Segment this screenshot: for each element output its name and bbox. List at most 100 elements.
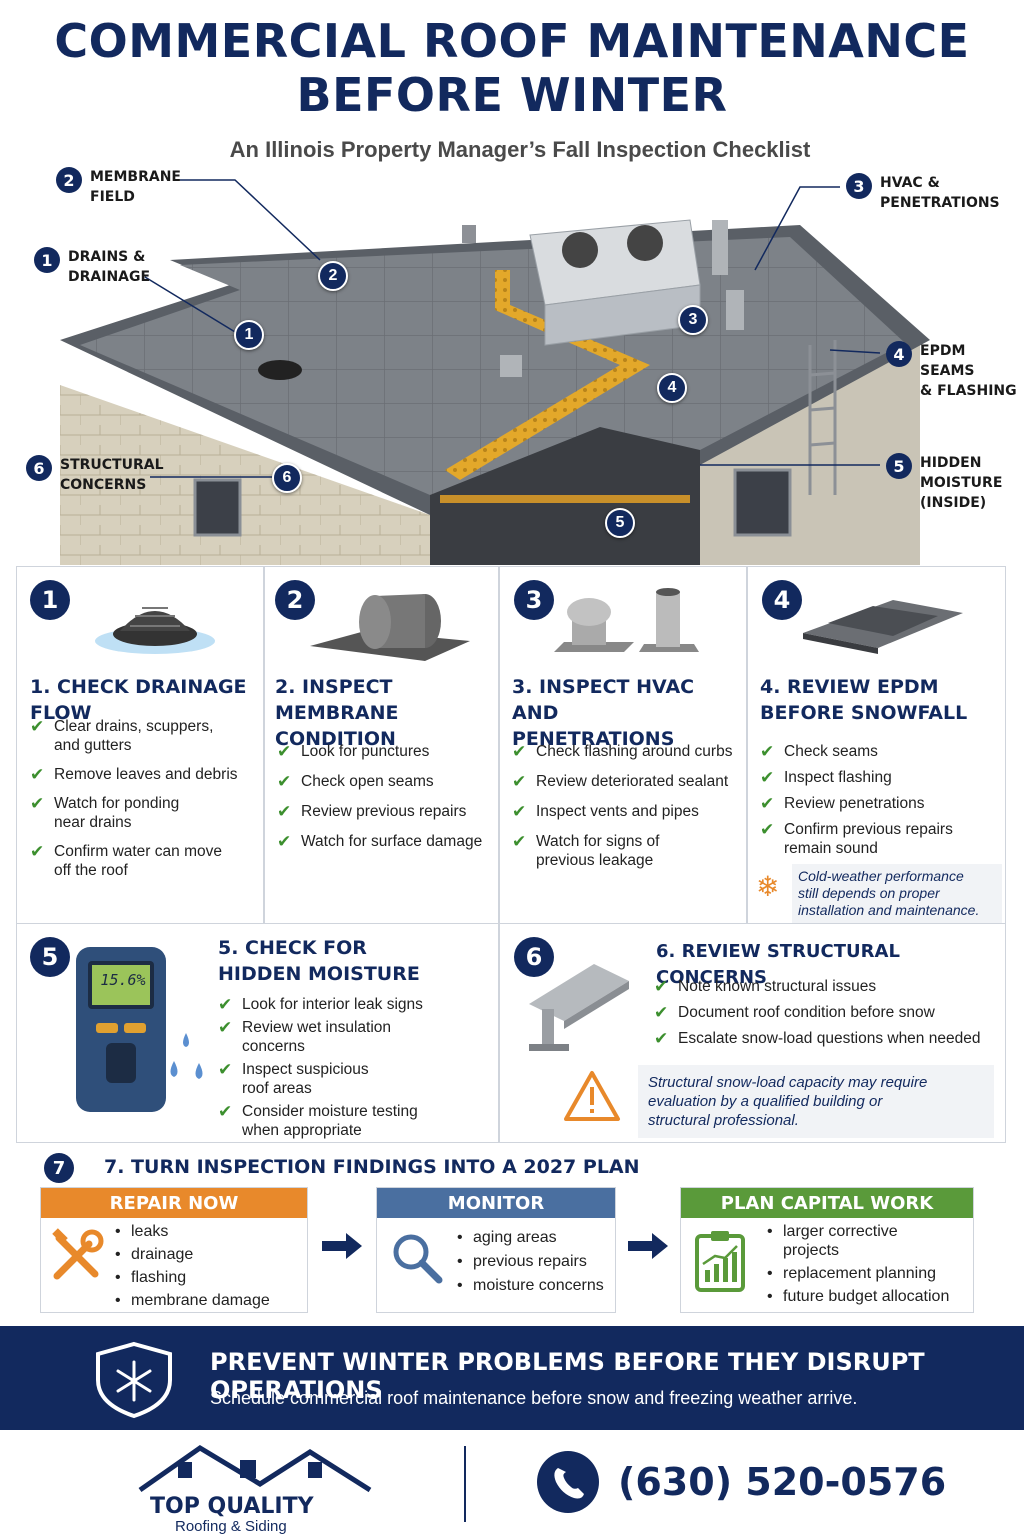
magnifier-icon xyxy=(393,1234,443,1284)
check-icon: ✔ xyxy=(654,1003,669,1022)
checklist-item: ✔Look for interior leak signs xyxy=(218,995,423,1014)
divider xyxy=(498,923,500,1143)
checklist: ✔Check seams ✔Inspect flashing ✔Review p… xyxy=(758,742,998,865)
section-number: 6 xyxy=(514,937,554,977)
checklist-item: ✔Inspect flashing xyxy=(760,768,892,787)
brand-name: TOP QUALITY xyxy=(150,1494,314,1519)
roof-pin-4: 4 xyxy=(657,373,687,403)
vent-cap xyxy=(726,290,744,330)
phone-number[interactable]: (630) 520-0576 xyxy=(618,1460,947,1504)
drain-icon xyxy=(95,607,215,654)
callout-label: STRUCTURAL CONCERNS xyxy=(60,457,164,493)
epdm-seam-icon xyxy=(803,600,963,654)
plan-item: larger corrective projects xyxy=(763,1222,973,1260)
vent-pipes-icon xyxy=(554,588,699,652)
page-title: COMMERCIAL ROOF MAINTENANCE BEFORE WINTE… xyxy=(0,14,1024,122)
check-icon: ✔ xyxy=(30,717,45,736)
section-title: 4. REVIEW EPDM BEFORE SNOWFALL xyxy=(760,676,968,724)
checklist-item: ✔Watch for surface damage xyxy=(277,832,483,851)
check-icon: ✔ xyxy=(218,1060,233,1079)
roof-illustration: 1 DRAINS & DRAINAGE 2 MEMBRANE FIELD 3 H… xyxy=(0,165,1024,565)
callout-num: 6 xyxy=(26,455,52,481)
check-icon: ✔ xyxy=(277,742,292,761)
checklist: ✔Look for interior leak signs ✔Review we… xyxy=(216,995,496,1144)
section-title: 3. INSPECT HVAC AND PENETRATIONS xyxy=(512,676,695,750)
section-epdm: 4 4. REVIEW EPDM BEFORE SNOWFALL ✔Check … xyxy=(746,566,1006,924)
capital-list: larger corrective projects replacement p… xyxy=(763,1222,973,1310)
company-logo-icon xyxy=(138,1445,372,1493)
check-icon: ✔ xyxy=(512,802,527,821)
membrane-roll-icon xyxy=(310,594,470,661)
callout-label: EPDM SEAMS & FLASHING xyxy=(920,343,1017,399)
title-line-1: COMMERCIAL ROOF MAINTENANCE xyxy=(54,14,970,68)
section-membrane: 2 2. INSPECT MEMBRANE CONDITION ✔Look fo… xyxy=(263,566,498,924)
moisture-meter-icon xyxy=(76,947,203,1112)
check-icon: ✔ xyxy=(218,1102,233,1121)
exhaust-vent xyxy=(500,355,522,377)
arrow-right-icon xyxy=(628,1233,668,1259)
footer: TOP QUALITY Roofing & Siding (630) 520-0… xyxy=(0,1430,1024,1536)
section-moisture: 5 15.6% 5. CHECK FOR HIDDEN MOISTURE ✔Lo… xyxy=(16,923,498,1143)
shield-snowflake-icon xyxy=(96,1341,172,1419)
callout-lines xyxy=(144,179,881,478)
snowflake-icon: ❄ xyxy=(756,871,780,902)
roof-pin-6: 6 xyxy=(272,463,302,493)
structural-note: Structural snow-load capacity may requir… xyxy=(638,1065,994,1138)
check-icon: ✔ xyxy=(512,742,527,761)
walkway-pads xyxy=(445,270,650,480)
checklist-item: ✔Confirm water can move off the roof xyxy=(30,842,222,879)
callout-structural: 6 STRUCTURAL CONCERNS xyxy=(26,455,164,495)
plan-item: flashing xyxy=(111,1268,301,1287)
plan-item: future budget allocation xyxy=(763,1287,973,1306)
phone-icon[interactable] xyxy=(536,1450,600,1514)
plan-item: moisture concerns xyxy=(453,1276,613,1295)
section-number: 3 xyxy=(514,580,554,620)
roof-pin-1: 1 xyxy=(234,320,264,350)
section-drainage: 1 1. CHECK DRAINAGE FLOW ✔Clear drains, … xyxy=(16,566,263,924)
banner-title: PREVENT WINTER PROBLEMS BEFORE THEY DISR… xyxy=(210,1348,925,1404)
vent-pipe xyxy=(462,225,476,243)
monitor-list: aging areas previous repairs moisture co… xyxy=(453,1228,613,1300)
access-ladder xyxy=(808,340,837,495)
checklist-item: ✔Check flashing around curbs xyxy=(512,742,733,761)
checklist-item: ✔Review deteriorated sealant xyxy=(512,772,729,791)
plan-capital-header: PLAN CAPITAL WORK xyxy=(681,1188,973,1218)
check-icon: ✔ xyxy=(277,832,292,851)
callout-drains: 1 DRAINS & DRAINAGE xyxy=(34,247,150,287)
section-title: 2. INSPECT MEMBRANE CONDITION xyxy=(275,676,399,750)
checklist: ✔Clear drains, scuppers, and gutters ✔Re… xyxy=(28,717,256,890)
checklist-item: ✔Inspect suspicious roof areas xyxy=(218,1060,369,1097)
check-icon: ✔ xyxy=(760,742,775,761)
callout-label: HVAC & PENETRATIONS xyxy=(880,175,1000,211)
repair-list: leaks drainage flashing membrane damage xyxy=(111,1222,301,1314)
monitor-box: MONITOR aging areas previous repairs moi… xyxy=(376,1187,616,1313)
check-icon: ✔ xyxy=(654,977,669,996)
checklist-item: ✔Escalate snow-load questions when neede… xyxy=(654,1029,981,1048)
plan-item: leaks xyxy=(111,1222,301,1241)
check-icon: ✔ xyxy=(30,794,45,813)
section-number: 7 xyxy=(44,1153,74,1183)
check-icon: ✔ xyxy=(277,802,292,821)
callout-epdm: 4 EPDM SEAMS & FLASHING xyxy=(886,341,1024,401)
insulation-layer xyxy=(440,495,690,503)
check-icon: ✔ xyxy=(654,1029,669,1048)
banner-subtitle: Schedule commercial roof maintenance bef… xyxy=(210,1388,858,1408)
brand-tagline: Roofing & Siding xyxy=(175,1518,287,1535)
cta-banner: PREVENT WINTER PROBLEMS BEFORE THEY DISR… xyxy=(0,1326,1024,1430)
checklist: ✔Look for punctures ✔Check open seams ✔R… xyxy=(275,742,497,862)
checklist-item: ✔Inspect vents and pipes xyxy=(512,802,699,821)
check-icon: ✔ xyxy=(512,832,527,851)
checklist-item: ✔Review previous repairs xyxy=(277,802,467,821)
callout-label: MEMBRANE FIELD xyxy=(90,169,181,205)
checklist-item: ✔Document roof condition before snow xyxy=(654,1003,935,1022)
row2-frame xyxy=(16,923,1006,1143)
callout-membrane: 2 MEMBRANE FIELD xyxy=(56,167,181,207)
callout-num: 1 xyxy=(34,247,60,273)
check-icon: ✔ xyxy=(30,842,45,861)
checklist: ✔Note known structural issues ✔Document … xyxy=(652,977,1002,1055)
plan-capital-box: PLAN CAPITAL WORK larger corrective proj… xyxy=(680,1187,974,1313)
arrow-right-icon xyxy=(322,1233,362,1259)
monitor-header: MONITOR xyxy=(377,1188,615,1218)
section-hvac: 3 3. INSPECT HVAC AND PENETRATIONS ✔Chec… xyxy=(498,566,746,924)
check-icon: ✔ xyxy=(30,765,45,784)
